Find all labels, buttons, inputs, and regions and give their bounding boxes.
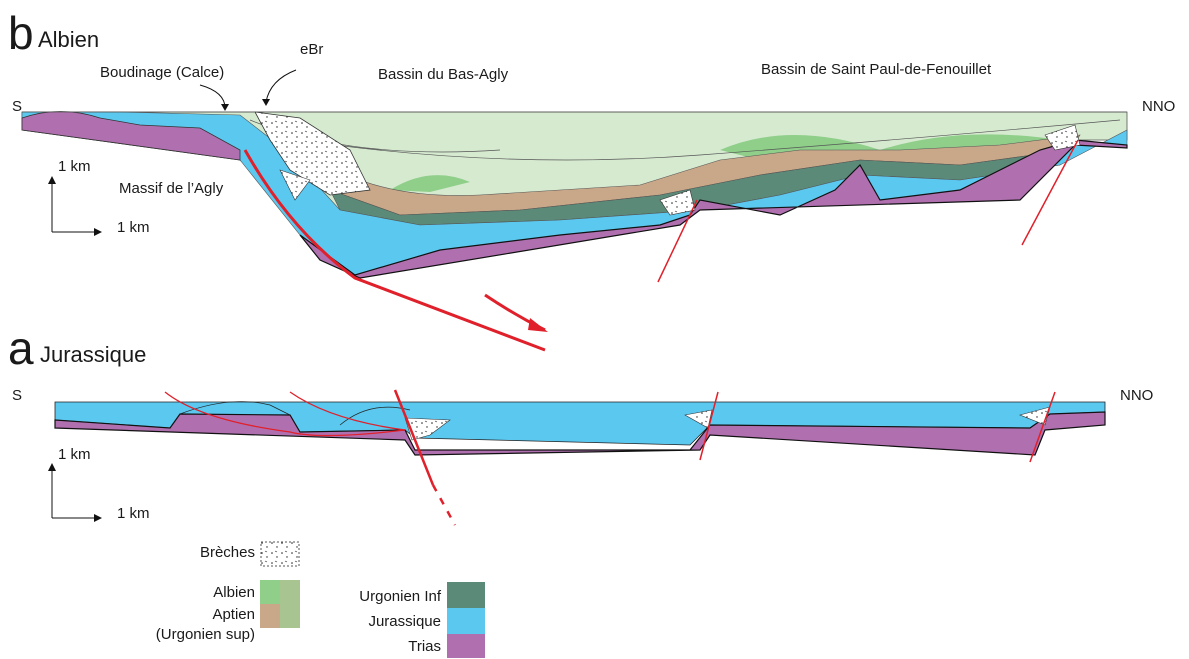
trias-swatch	[447, 634, 485, 658]
main-normal-fault	[243, 149, 546, 352]
scale-bar-a	[48, 463, 102, 522]
breche-body	[1044, 124, 1081, 151]
saint-paul-label: Bassin de Saint Paul-de-Fenouillet	[761, 61, 992, 78]
panel-a-section	[48, 389, 1106, 526]
panel-b-title: Albien	[38, 27, 100, 52]
boudinage-pointer	[199, 84, 226, 109]
panel-b-right-label: NNO	[1142, 98, 1176, 115]
panel-b-section	[21, 69, 1128, 352]
panel-a-right-label: NNO	[1120, 387, 1154, 404]
scale-a-horizontal: 1 km	[117, 505, 150, 522]
legend-breches: Brèches	[199, 544, 255, 561]
fault-line	[1029, 391, 1056, 463]
fault-line	[289, 391, 406, 431]
aptien-swatch	[260, 604, 280, 628]
breche-body	[279, 169, 311, 201]
scale-bar-b	[48, 176, 102, 236]
ebr-label: eBr	[300, 41, 324, 58]
albien-aptien-swatch	[280, 580, 300, 628]
legend-trias: Trias	[408, 638, 441, 655]
panel-a-left-label: S	[12, 387, 23, 404]
legend-swatches	[260, 541, 485, 658]
bas-agly-label: Bassin du Bas-Agly	[378, 66, 509, 83]
scale-b-horizontal: 1 km	[117, 219, 150, 236]
fault-arrow-head	[528, 318, 548, 332]
main-fault-a-dashed	[431, 484, 457, 526]
breche-swatch	[260, 541, 300, 567]
boudinage-label: Boudinage (Calce)	[100, 64, 225, 81]
breche-body	[404, 417, 451, 441]
trias-layer	[299, 139, 1128, 279]
albien-lens	[390, 175, 470, 192]
trias-layer-a	[54, 411, 1106, 456]
ebr-pointer	[265, 69, 297, 103]
scale-b-vertical: 1 km	[58, 158, 91, 175]
fault-line	[699, 391, 719, 461]
scale-a-vertical: 1 km	[58, 446, 91, 463]
legend-albien: Albien	[213, 584, 255, 601]
breche-body	[1019, 406, 1051, 426]
trias-layer	[21, 111, 241, 161]
albien-swatch	[260, 580, 280, 604]
panel-b-letter: b	[8, 7, 34, 59]
fault-line	[1021, 139, 1079, 246]
panel-b-left-label: S	[12, 98, 23, 115]
urgonien-inf-swatch	[447, 582, 485, 608]
main-fault-a	[393, 389, 435, 486]
breche-body	[659, 189, 696, 216]
jurassique-swatch	[447, 608, 485, 634]
legend-urgonien-sup: (Urgonien sup)	[155, 626, 255, 643]
breche-body	[684, 409, 713, 429]
panel-a-letter: a	[8, 322, 34, 374]
legend-aptien: Aptien	[212, 606, 255, 623]
fault-line	[164, 391, 406, 437]
legend-urgonien-inf: Urgonien Inf	[359, 588, 441, 605]
massif-label: Massif de l’Agly	[119, 180, 224, 197]
panel-a-title: Jurassique	[40, 342, 147, 367]
breche-body	[254, 111, 371, 196]
legend-jurassique: Jurassique	[368, 613, 441, 630]
fault-line	[657, 199, 698, 283]
